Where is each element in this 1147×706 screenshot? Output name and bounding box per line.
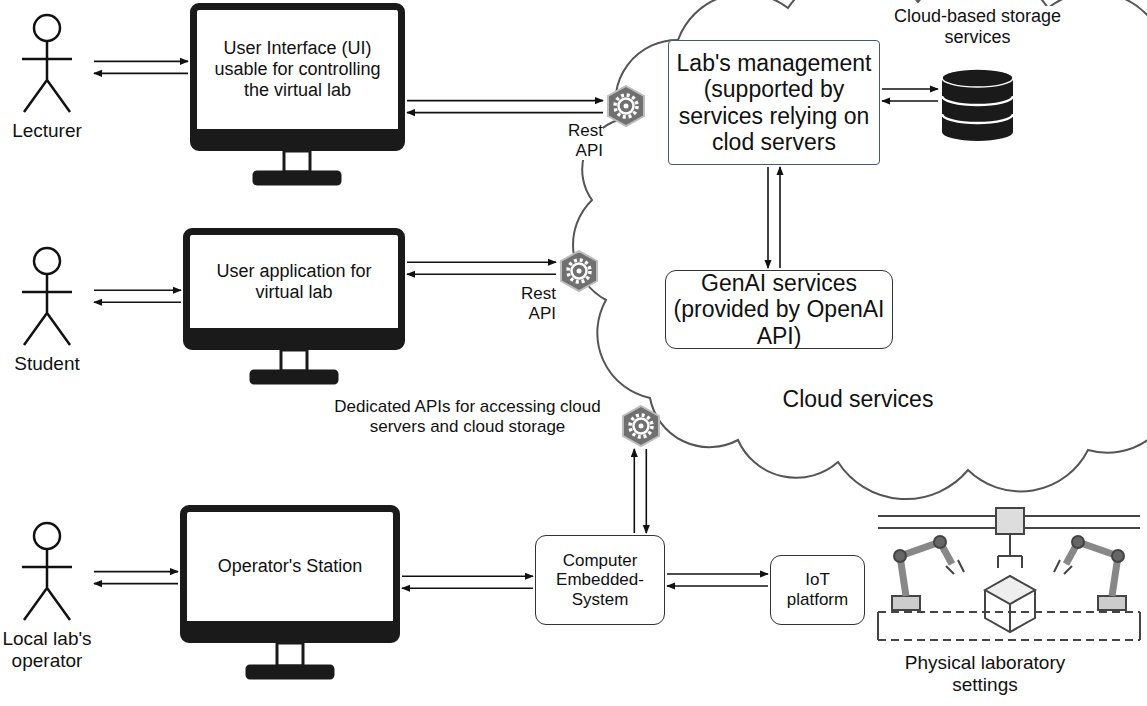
arrow-line — [882, 88, 938, 90]
actor-figure: Local lab's operator — [2, 520, 92, 700]
arrow-line — [779, 167, 781, 268]
cloud-region: Cloud services Lab's management (supporte… — [588, 0, 1147, 475]
stick-figure — [2, 520, 92, 625]
arrow-line — [94, 61, 188, 63]
stick-figure — [2, 245, 92, 350]
bidirectional-arrow — [94, 572, 178, 584]
arrow-line — [882, 100, 938, 102]
api-gear-icon — [558, 250, 600, 292]
node-heading: Cloud services — [738, 386, 978, 412]
actor-label: Student — [2, 353, 92, 375]
monitor-screen: Operator's Station — [180, 505, 400, 643]
bidirectional-arrow — [667, 574, 768, 586]
bidirectional-arrow — [94, 61, 188, 73]
hexagon — [608, 86, 644, 126]
bidirectional-arrow — [882, 89, 938, 101]
robot-cell-illustration — [878, 508, 1140, 640]
node-heading: Rest API — [492, 284, 556, 323]
database-cylinder — [940, 68, 1015, 143]
arrow-line — [402, 575, 533, 577]
monitor-screen: User application for virtual lab — [183, 228, 405, 350]
node-text: GenAI services (provided by OpenAI API) — [666, 270, 892, 349]
actor-figure: Student — [2, 245, 92, 380]
arrow-line — [94, 73, 188, 75]
process-box: Lab's management (supported by services … — [668, 40, 880, 165]
bidirectional-arrow — [407, 101, 603, 113]
stick-figure — [2, 12, 92, 117]
bidirectional-arrow — [634, 449, 646, 533]
gear-hub — [577, 269, 582, 274]
api-gear-icon — [620, 405, 662, 447]
head — [34, 523, 60, 549]
bidirectional-arrow — [402, 576, 533, 588]
body — [22, 41, 72, 112]
gear-ring — [634, 419, 649, 434]
node-heading: Rest API — [541, 121, 603, 160]
arrow-line — [767, 167, 769, 268]
node-text: Computer Embedded-System — [542, 551, 658, 610]
gear-teeth — [568, 260, 590, 282]
bidirectional-arrow — [94, 290, 181, 302]
node-text: User Interface (UI) usable for controlli… — [211, 38, 384, 100]
bidirectional-arrow — [407, 262, 556, 274]
body — [22, 274, 72, 345]
process-box: Computer Embedded-System — [535, 535, 665, 625]
node-heading: Dedicated APIs for accessing cloud serve… — [330, 397, 605, 436]
actor-label: Lecturer — [2, 120, 92, 142]
cloud-border — [573, 0, 1147, 499]
gear-teeth — [630, 415, 652, 437]
monitor-screen: User Interface (UI) usable for controlli… — [190, 3, 405, 151]
api-icon: Rest API — [558, 250, 600, 292]
cylinder-bands — [942, 96, 1013, 123]
node-text: User application for virtual lab — [204, 261, 384, 302]
head — [34, 15, 60, 41]
api-gear-icon — [605, 85, 647, 127]
node-text: Operator's Station — [218, 556, 363, 577]
gear-ring — [619, 99, 634, 114]
arrow-line — [402, 587, 533, 589]
api-icon: Rest API — [605, 85, 647, 127]
gear-ring — [572, 264, 587, 279]
hexagon — [561, 251, 597, 291]
node-text: IoT platform — [777, 570, 858, 609]
process-box: GenAI services (provided by OpenAI API) — [665, 270, 893, 349]
hexagon — [623, 406, 659, 446]
illustration-caption: Physical laboratory settings — [880, 652, 1090, 696]
arrow-line — [94, 289, 181, 291]
arrow-line — [407, 273, 556, 275]
arrow-line — [633, 449, 635, 533]
body — [22, 549, 72, 620]
arrow-line — [94, 571, 178, 573]
node-heading: Cloud-based storage services — [890, 6, 1065, 47]
gear-teeth — [615, 95, 637, 117]
bidirectional-arrow — [768, 167, 780, 268]
arrow-line — [407, 112, 603, 114]
node-text: Lab's management (supported by services … — [669, 50, 879, 156]
head — [34, 248, 60, 274]
actor-figure: Lecturer — [2, 12, 92, 147]
arrow-line — [94, 301, 181, 303]
api-icon: Dedicated APIs for accessing cloud serve… — [620, 405, 662, 447]
arrow-line — [667, 573, 768, 575]
arrow-line — [94, 583, 178, 585]
storage-database: Cloud-based storage services — [940, 68, 1015, 143]
arrow-line — [667, 585, 768, 587]
cylinder-top — [942, 69, 1013, 87]
arrow-line — [407, 261, 556, 263]
arrow-line — [645, 449, 647, 533]
process-box: IoT platform — [770, 555, 865, 625]
gear-hub — [624, 104, 629, 109]
actor-label: Local lab's operator — [2, 628, 92, 672]
gear-hub — [639, 424, 644, 429]
arrow-line — [407, 100, 603, 102]
